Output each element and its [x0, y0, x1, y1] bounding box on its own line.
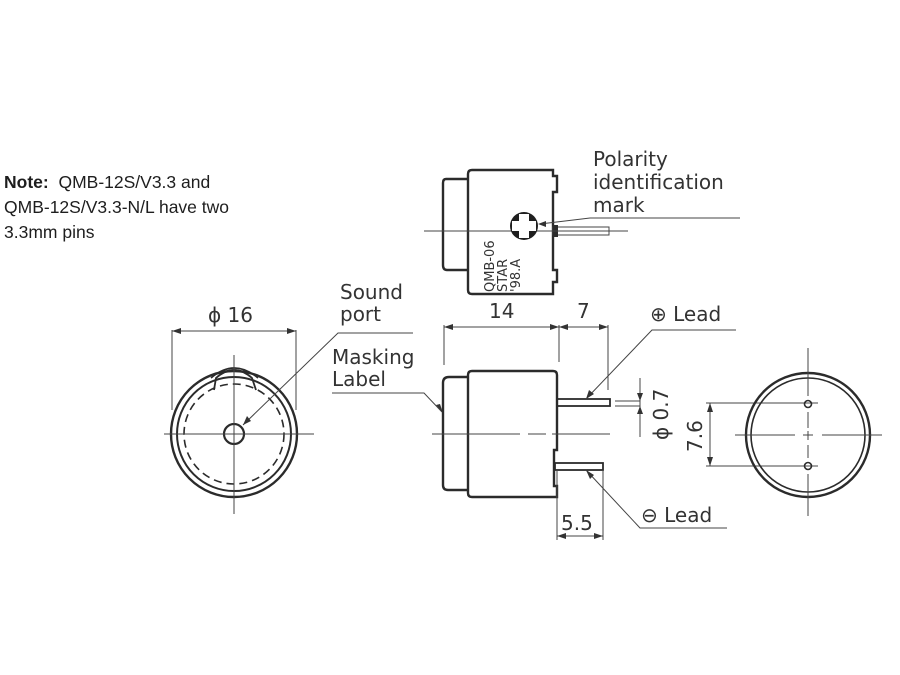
rear-view: 7.6	[683, 348, 882, 516]
pin-note: Note: QMB-12S/V3.3 and QMB-12S/V3.3-N/L …	[4, 170, 229, 245]
note-line-1: Note: QMB-12S/V3.3 and	[4, 170, 229, 195]
side-view: 14 7 ϕ 0.7 5.5 ⊕ Lead ⊖ Lead	[432, 299, 736, 540]
note-prefix: Note:	[4, 172, 49, 192]
note-line-2: QMB-12S/V3.3-N/L have two	[4, 197, 230, 217]
masking-label-2: Label	[332, 367, 386, 391]
marking-line-3: '98.A	[509, 259, 524, 292]
negative-lead-label: ⊖ Lead	[641, 503, 712, 527]
top-view: Polarity identification mark QMB-06 STAR…	[424, 147, 740, 296]
front-view: ϕ 16 Sound port Masking Label	[164, 280, 443, 514]
short-lead-dim: 5.5	[561, 511, 593, 535]
note-text-1: QMB-12S/V3.3 and	[58, 172, 211, 192]
lead-diameter-dim: ϕ 0.7	[649, 389, 673, 440]
body-length-dim: 14	[489, 299, 514, 323]
polarity-label-3: mark	[593, 193, 645, 217]
polarity-label-2: identification	[593, 170, 724, 194]
marking-line-1: QMB-06	[483, 240, 498, 292]
diameter-16-dim: ϕ 16	[208, 303, 253, 327]
polarity-mark-icon	[510, 212, 538, 240]
lead-length-dim: 7	[577, 299, 590, 323]
polarity-label-1: Polarity	[593, 147, 668, 171]
positive-lead-label: ⊕ Lead	[650, 302, 721, 326]
masking-label-1: Masking	[332, 345, 414, 369]
marking-line-2: STAR	[496, 259, 511, 292]
pin-spacing-dim: 7.6	[683, 420, 707, 452]
sound-port-label-1: Sound	[340, 280, 403, 304]
note-line-3: 3.3mm pins	[4, 222, 95, 242]
sound-port-label-2: port	[340, 302, 381, 326]
